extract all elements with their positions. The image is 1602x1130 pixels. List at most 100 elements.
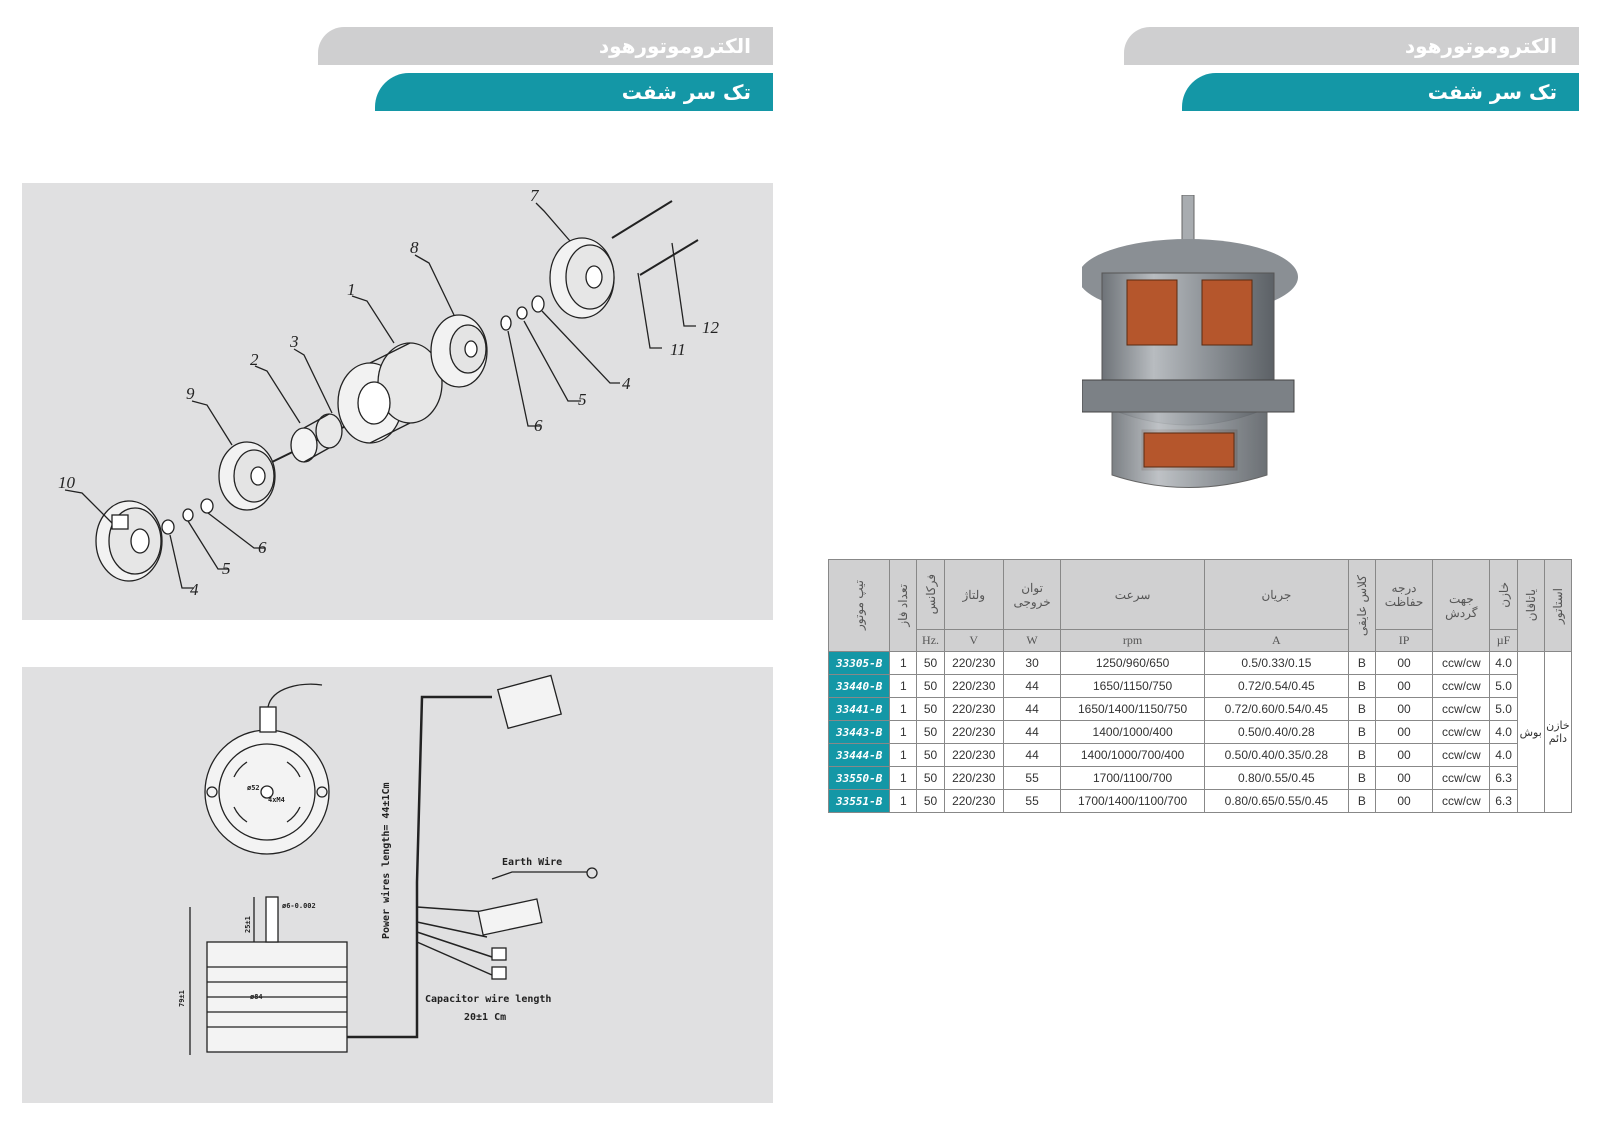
header-capacitor: خازن [1489, 559, 1518, 630]
cell-insulation: B [1347, 766, 1376, 790]
table-row: 33550-B 1 50 220/230 55 1700/1100/700 0.… [827, 766, 1572, 790]
callout-3: 3 [289, 332, 299, 351]
header-stator: استاتور [1543, 559, 1573, 652]
unit-protection: IP [1374, 629, 1434, 652]
cell-freq: 50 [916, 697, 945, 721]
cell-current: 0.72/0.54/0.45 [1203, 674, 1349, 698]
dim-phi84: ø84 [250, 993, 263, 1001]
header-rotation: جهت گردش [1432, 559, 1491, 652]
dim-phi52: ø52 [247, 784, 260, 792]
cell-rotation: ccw/cw [1432, 651, 1491, 675]
cell-insulation: B [1347, 651, 1376, 675]
table-row: 33305-B 1 50 220/230 30 1250/960/650 0.5… [827, 651, 1573, 813]
header-voltage: ولتاژ [943, 559, 1004, 630]
cell-freq: 50 [916, 720, 945, 744]
cell-insulation: B [1347, 743, 1376, 767]
cell-speed: 1400/1000/700/400 [1060, 743, 1205, 767]
cell-code: 33305-B [827, 651, 891, 675]
cell-ip: 00 [1374, 697, 1434, 721]
cell-bearing: بوش [1516, 651, 1545, 813]
cell-capacitor: 4.0 [1489, 743, 1518, 767]
header-bearing: یاتاقان [1516, 559, 1545, 652]
cell-code: 33443-B [827, 720, 891, 744]
right-header-subtitle: تک سر شفت [1182, 73, 1579, 111]
cell-code: 33551-B [827, 789, 891, 813]
dim-m4: 4xM4 [268, 796, 285, 804]
spec-table: تیپ موتور تعداد فاز فرکانس ولتاژ توان خر… [827, 559, 1573, 813]
cell-speed: 1700/1100/700 [1060, 766, 1205, 790]
cell-power: 55 [1002, 789, 1062, 813]
stator-1 [337, 342, 443, 444]
header-protection: درجه حفاظت [1374, 559, 1434, 630]
table-row: 33443-B 1 50 220/230 44 1400/1000/400 0.… [827, 720, 1572, 744]
cell-speed: 1700/1400/1100/700 [1060, 789, 1205, 813]
cell-power: 44 [1002, 743, 1062, 767]
header-frequency: فرکانس [916, 559, 945, 630]
callout-5: 5 [222, 559, 231, 578]
header-current: جریان [1203, 559, 1349, 630]
table-row: 33444-B 1 50 220/230 44 1400/1000/700/40… [827, 743, 1572, 767]
cell-insulation: B [1347, 789, 1376, 813]
table-row: 33551-B 1 50 220/230 55 1700/1400/1100/7… [827, 789, 1572, 813]
cell-capacitor: 6.3 [1489, 766, 1518, 790]
end-cap-7 [549, 237, 615, 319]
dim-25: 25±1 [244, 916, 252, 933]
cell-power: 55 [1002, 766, 1062, 790]
callout-12: 12 [702, 318, 720, 337]
cell-rotation: ccw/cw [1432, 697, 1491, 721]
wiring-drawing: Power wires length= 44±1Cm Earth Wire Ca… [178, 674, 598, 1055]
cell-ip: 00 [1374, 743, 1434, 767]
cell-rotation: ccw/cw [1432, 720, 1491, 744]
cell-code: 33550-B [827, 766, 891, 790]
callout-7: 7 [530, 186, 540, 205]
callout-6: 6 [534, 416, 543, 435]
motor-illustration [1078, 194, 1298, 488]
cell-ip: 00 [1374, 766, 1434, 790]
cell-stator: خازن دائم [1543, 651, 1573, 813]
motor-product-image [1078, 194, 1312, 500]
power-length-label: Power wires length= 44±1Cm [380, 782, 392, 939]
callout-8: 8 [410, 238, 419, 257]
cell-ip: 00 [1374, 789, 1434, 813]
cell-speed: 1400/1000/400 [1060, 720, 1205, 744]
unit-speed: rpm [1060, 629, 1205, 652]
cell-phases: 1 [889, 743, 918, 767]
cell-volt: 220/230 [943, 697, 1004, 721]
bracket-9 [218, 441, 276, 511]
cell-speed: 1250/960/650 [1060, 651, 1205, 675]
dim-79: 79±1 [178, 990, 186, 1007]
cell-phases: 1 [889, 766, 918, 790]
cell-capacitor: 5.0 [1489, 697, 1518, 721]
cell-current: 0.50/0.40/0.28 [1203, 720, 1349, 744]
cell-power: 44 [1002, 697, 1062, 721]
cell-code: 33441-B [827, 697, 891, 721]
cell-volt: 220/230 [943, 674, 1004, 698]
cell-capacitor: 4.0 [1489, 651, 1518, 675]
cell-volt: 220/230 [943, 720, 1004, 744]
cell-power: 44 [1002, 720, 1062, 744]
callout-4: 4 [190, 580, 199, 599]
unit-power: W [1002, 629, 1062, 652]
cell-current: 0.80/0.65/0.55/0.45 [1203, 789, 1349, 813]
callout-10: 10 [58, 473, 76, 492]
header-speed: سرعت [1060, 559, 1205, 630]
header-output-power: توان خروجی [1002, 559, 1062, 630]
callout-4: 4 [622, 374, 631, 393]
header-phases: تعداد فاز [889, 559, 918, 652]
wiring-diagram-panel: Power wires length= 44±1Cm Earth Wire Ca… [22, 667, 773, 1103]
header-motor-type: تیپ موتور [827, 559, 891, 652]
cell-speed: 1650/1150/750 [1060, 674, 1205, 698]
cell-speed: 1650/1400/1150/750 [1060, 697, 1205, 721]
unit-voltage: V [943, 629, 1004, 652]
cell-volt: 220/230 [943, 651, 1004, 675]
cell-freq: 50 [916, 743, 945, 767]
bracket-8 [430, 314, 488, 388]
cell-power: 44 [1002, 674, 1062, 698]
cell-phases: 1 [889, 789, 918, 813]
callout-11: 11 [670, 340, 686, 359]
callout-9: 9 [186, 384, 195, 403]
cell-code: 33444-B [827, 743, 891, 767]
left-header-title: الکتروموتورهود [318, 27, 773, 65]
